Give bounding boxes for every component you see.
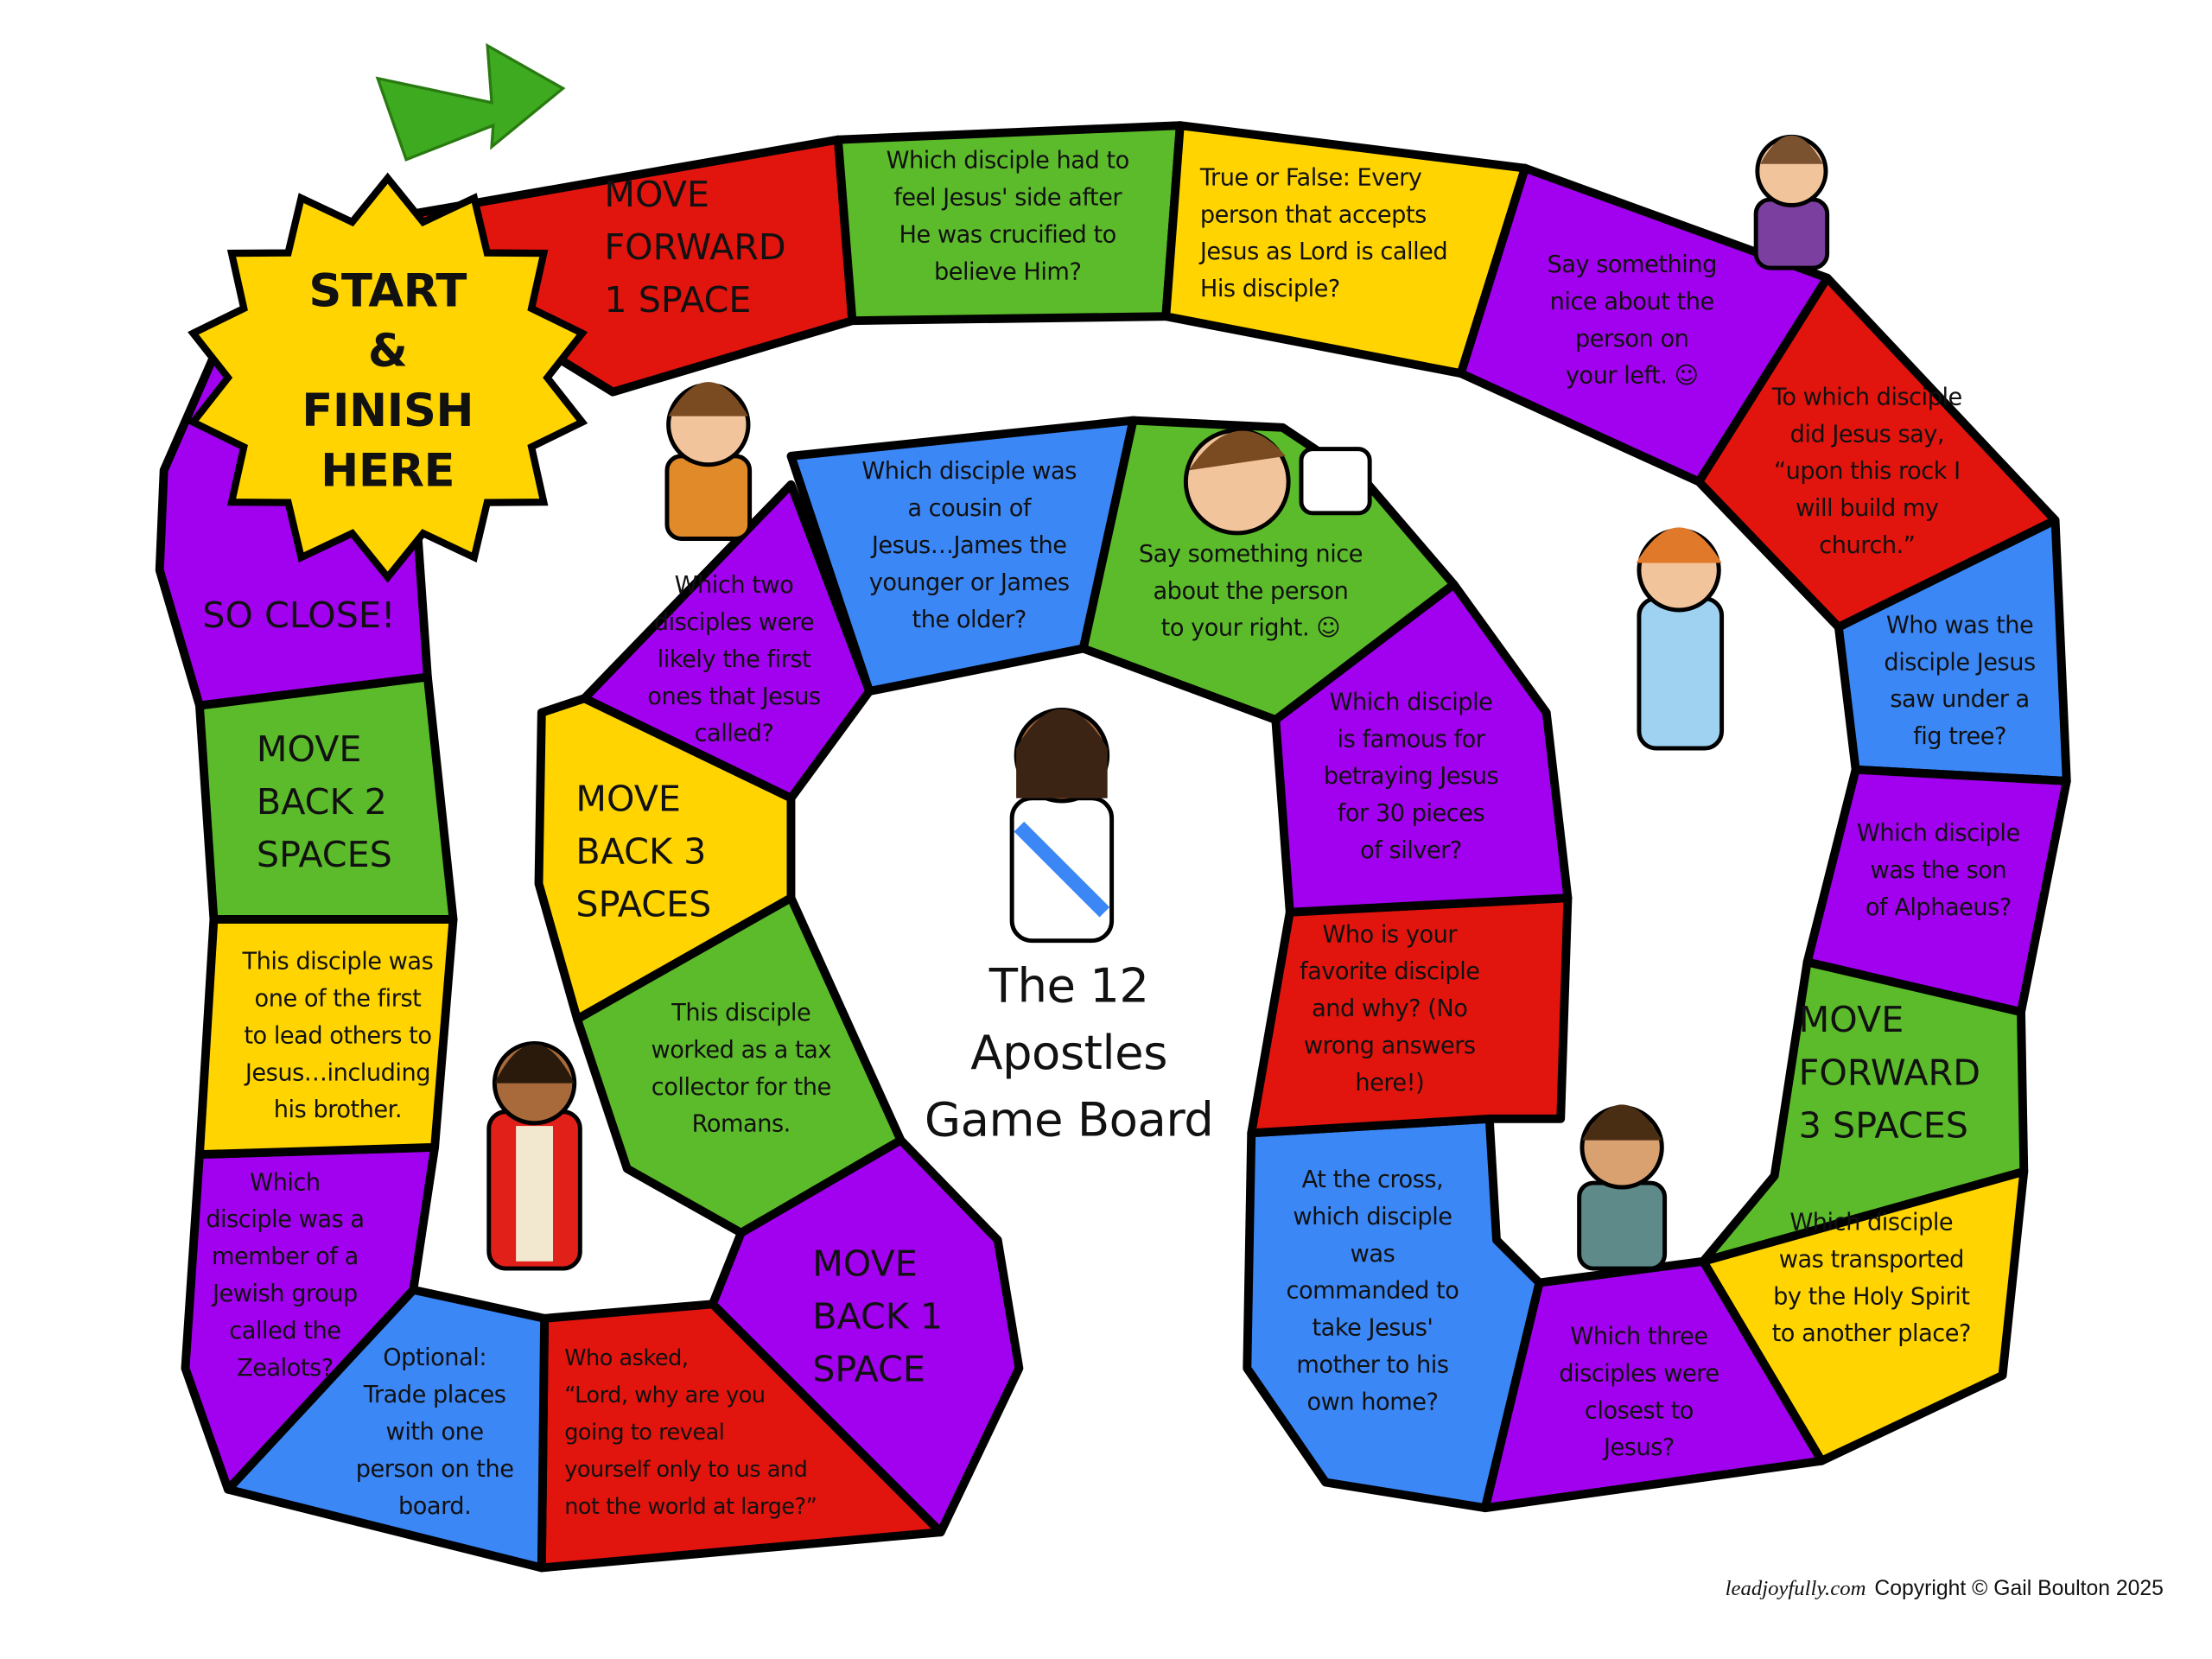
space-6-label: Who was the disciple Jesus saw under a f… xyxy=(1884,611,2036,750)
disciple-figure-orange xyxy=(664,382,753,541)
jesus-figure xyxy=(1009,707,1115,944)
space-14-label: Say something nice about the person to y… xyxy=(1138,540,1363,642)
space-7-label: Which disciple was the son of Alphaeus? xyxy=(1856,819,2020,921)
space-22-label: Which disciple was a member of a Jewish … xyxy=(206,1168,365,1382)
speech-bubble-icon xyxy=(1299,447,1372,516)
space-24-label: MOVE BACK 2 SPACES xyxy=(256,728,392,875)
disciple-face-speaking xyxy=(1183,428,1372,536)
space-8 xyxy=(1699,957,2029,1266)
space-11-label: At the cross, which disciple was command… xyxy=(1286,1166,1459,1415)
space-9-label: Which disciple was transported by the Ho… xyxy=(1771,1208,1972,1347)
disciple-figure-red-robe xyxy=(486,1040,582,1271)
space-18-label: This disciple worked as a tax collector … xyxy=(651,999,832,1138)
space-4-label: Say something nice about the person on y… xyxy=(1547,251,1717,390)
space-12-label: Who is your favorite disciple and why? (… xyxy=(1299,920,1480,1096)
space-5-label: To which disciple did Jesus say, “upon t… xyxy=(1771,383,1962,559)
green-arrow-icon xyxy=(375,42,566,162)
space-25-label: SO CLOSE! xyxy=(202,594,396,636)
space-23-label: This disciple was one of the first to le… xyxy=(242,947,434,1123)
space-15-label: Which disciple was a cousin of Jesus…Jam… xyxy=(861,457,1077,633)
space-1-label: MOVE FORWARD 1 SPACE xyxy=(604,174,786,321)
copyright-text: Copyright © Gail Boulton 2025 xyxy=(1874,1576,2164,1601)
copyright-footer: leadjoyfully.com Copyright © Gail Boulton… xyxy=(1726,1576,2164,1602)
space-10-label: Which three disciples were closest to Je… xyxy=(1559,1322,1719,1461)
disciple-figure-redhead xyxy=(1636,527,1725,751)
space-19-label: MOVE BACK 1 SPACE xyxy=(812,1243,944,1390)
space-11 xyxy=(1243,1114,1544,1513)
space-2-label: Which disciple had to feel Jesus' side a… xyxy=(886,146,1130,285)
space-20-label: Who asked, “Lord, why are you going to r… xyxy=(564,1345,817,1520)
space-13-label: Which disciple is famous for betraying J… xyxy=(1323,688,1499,864)
space-17-label: MOVE BACK 3 SPACES xyxy=(575,778,712,925)
space-21-label: Optional: Trade places with one person o… xyxy=(355,1344,514,1520)
start-starburst xyxy=(188,172,588,583)
site-name: leadjoyfully.com xyxy=(1725,1577,1866,1601)
disciple-figure-top-right xyxy=(1753,134,1830,270)
space-16-label: Which two disciples were likely the firs… xyxy=(647,571,821,747)
space-8-label: MOVE FORWARD 3 SPACES xyxy=(1798,999,1980,1147)
board-title: The 12 Apostles Game Board xyxy=(924,957,1214,1147)
disciple-figure-green-robe xyxy=(1577,1104,1668,1271)
space-3-label: True or False: Every person that accepts… xyxy=(1199,163,1448,302)
start-finish-label: START & FINISH HERE xyxy=(302,264,474,498)
